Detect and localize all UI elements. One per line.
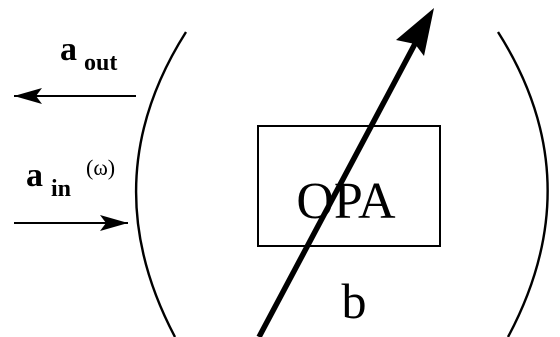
output-arrowhead [14, 88, 42, 104]
a-in-main: a [26, 157, 43, 194]
opa-label: OPA [296, 173, 396, 230]
a-out-main: a [60, 31, 77, 68]
b-label: b [342, 273, 367, 329]
a-in-argument: (ω) [86, 155, 115, 180]
pump-beam-arrowhead [396, 8, 434, 56]
a-out-subscript: out [84, 50, 117, 76]
right-mirror [496, 31, 549, 337]
input-arrowhead [100, 215, 128, 231]
a-in-subscript: in [51, 176, 71, 202]
pump-beam-line [256, 38, 420, 337]
opa-box [257, 125, 441, 247]
left-mirror [134, 31, 188, 337]
